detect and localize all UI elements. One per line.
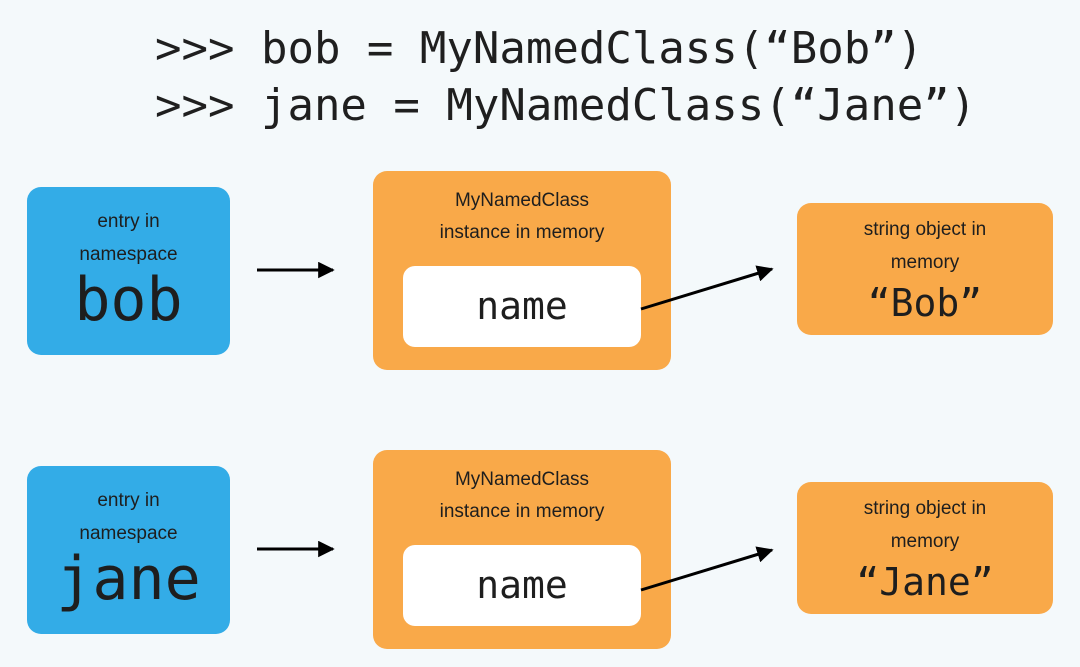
instance-box-jane: MyNamedClass instance in memory name [373,450,671,649]
arrow-name-to-string-bob [640,265,774,311]
namespace-entry-bob: entry in namespace bob [27,187,230,355]
namespace-name: bob [74,265,183,335]
namespace-entry-jane: entry in namespace jane [27,466,230,634]
string-object-bob: string object in memory “Bob” [797,203,1053,335]
string-value: “Jane” [856,560,994,604]
instance-caption: MyNamedClass instance in memory [439,190,605,243]
string-object-jane: string object in memory “Jane” [797,482,1053,614]
instance-caption: MyNamedClass instance in memory [439,469,605,522]
namespace-name: jane [56,544,201,614]
arrow-name-to-string-jane [640,546,774,592]
string-caption: string object in memory [863,219,987,273]
name-attribute-box: name [403,545,641,626]
string-value: “Bob” [867,281,983,325]
code-line-bob: >>> bob = MyNamedClass(“Bob”) [155,23,924,74]
namespace-caption: entry in namespace [79,490,178,544]
string-caption: string object in memory [863,498,987,552]
instance-box-bob: MyNamedClass instance in memory name [373,171,671,370]
code-line-jane: >>> jane = MyNamedClass(“Jane”) [155,80,977,131]
namespace-caption: entry in namespace [79,211,178,265]
name-attribute-box: name [403,266,641,347]
